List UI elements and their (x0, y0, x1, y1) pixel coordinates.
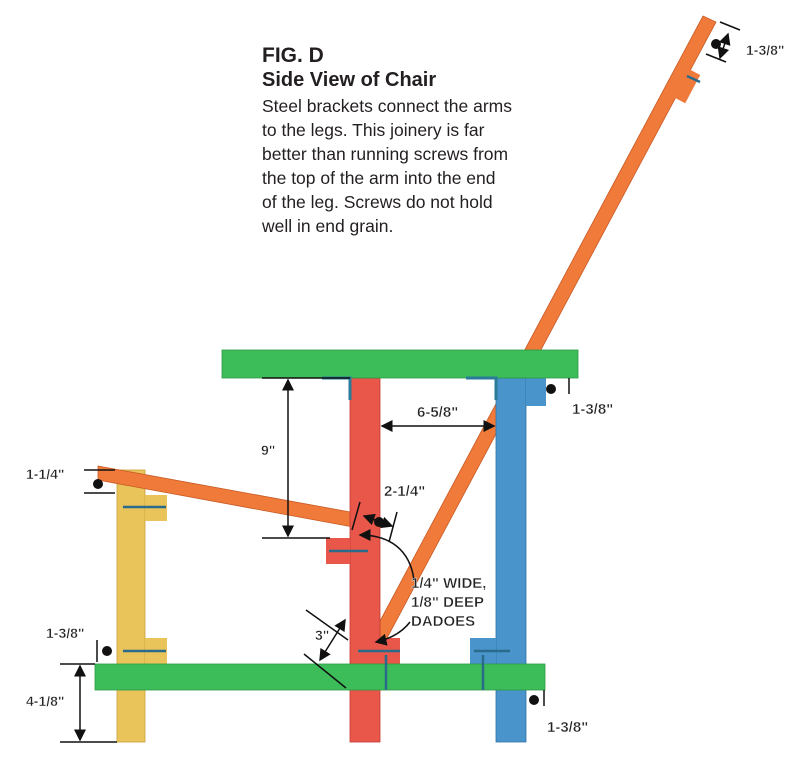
description-line: the top of the arm into the end (262, 168, 496, 188)
bottom-rail (94, 663, 546, 691)
description-line: well in end grain. (262, 216, 394, 236)
dim-brace-offset: 3" (315, 627, 329, 643)
dim-foot-height: 4-1/8" (26, 693, 65, 709)
dimension-lines (60, 21, 741, 743)
dim-seat-right: 1-3/8" (572, 401, 613, 418)
seat-block (526, 378, 546, 406)
description-line: to the legs. This joinery is far (262, 120, 485, 140)
dim-arm-overhang: 2-1/4" (384, 483, 425, 500)
figure-label: FIG. D (262, 44, 324, 67)
dim-back-block: 1-3/8" (46, 625, 85, 641)
dado-note-line2: 1/8" DEEP (411, 594, 484, 611)
dado-note-line1: 1/4" WIDE, (411, 575, 486, 592)
dim-rail-right: 1-3/8" (547, 719, 588, 736)
dim-arm-thickness: 1-1/4" (26, 466, 65, 482)
description-line: Steel brackets connect the arms (262, 96, 512, 116)
caption: FIG. D Side View of Chair Steel brackets… (262, 44, 622, 238)
figure-title: Side View of Chair (262, 69, 437, 91)
dim-back-top: 1-3/8" (746, 42, 785, 58)
dado-note-line3: DADOES (411, 613, 475, 630)
description-line: of the leg. Screws do not hold (262, 192, 493, 212)
dim-seat-height: 9" (261, 442, 275, 458)
screw-icons (123, 74, 701, 690)
back-cleat (665, 64, 701, 104)
dim-leg-spacing: 6-5/8" (417, 404, 458, 421)
seat-board (221, 349, 579, 379)
back-slat (371, 15, 717, 641)
leader-dots (93, 39, 721, 705)
bracket-icon (466, 376, 498, 400)
rear-post (116, 469, 146, 743)
description-line: better than running screws from (262, 144, 509, 164)
figure-description: Steel brackets connect the arms to the l… (262, 94, 622, 238)
bracket-icon (322, 376, 352, 400)
